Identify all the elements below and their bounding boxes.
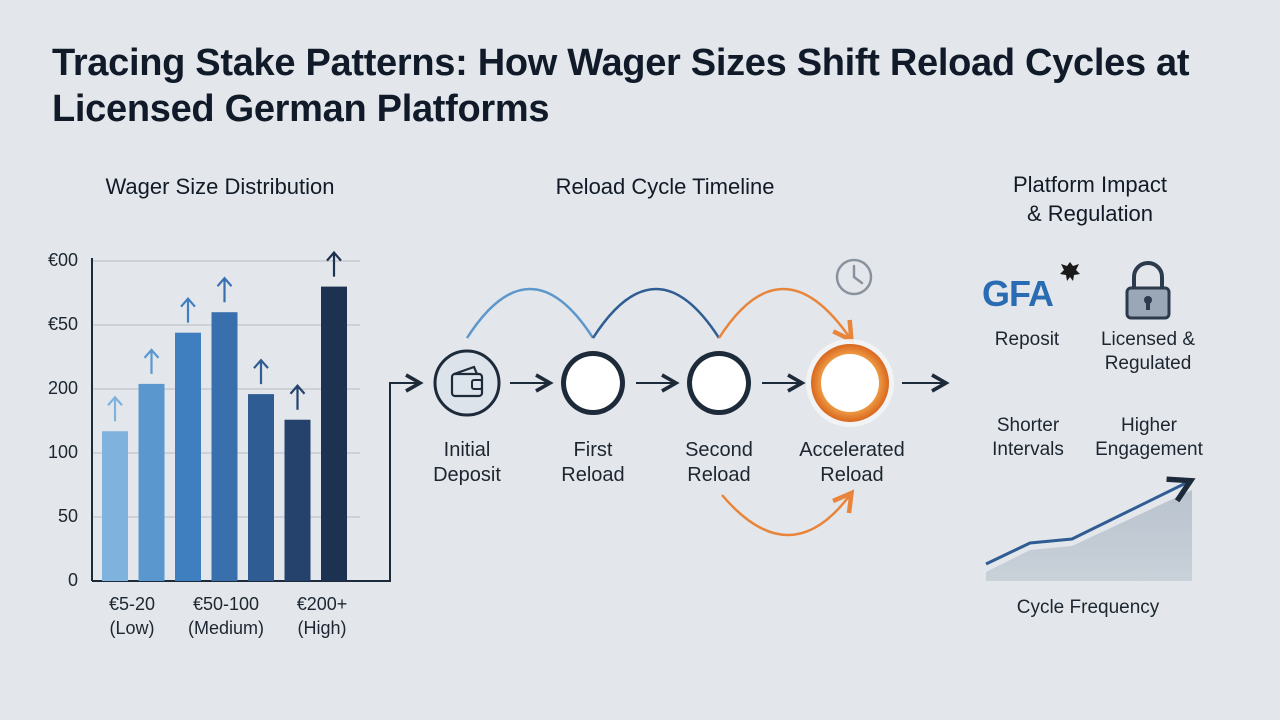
bar xyxy=(284,419,311,581)
bar-up-arrow-icon xyxy=(326,250,342,277)
y-tick-label: 50 xyxy=(57,506,78,526)
x-label-line: (High) xyxy=(297,618,347,638)
timeline-node-initial-deposit xyxy=(433,349,501,417)
step-label-line: Initial xyxy=(443,439,491,461)
x-group-label-low: €5-20 (Low) xyxy=(90,592,174,640)
bar-up-arrow-icon xyxy=(253,358,269,385)
step-label-line: First xyxy=(573,439,613,461)
x-label-line: (Low) xyxy=(109,618,155,638)
y-tick-label: €50 xyxy=(47,314,78,334)
bar xyxy=(138,383,165,581)
wallet-icon xyxy=(450,365,484,398)
bar-up-arrow-icon xyxy=(289,384,306,410)
metric-label-line: Shorter xyxy=(996,415,1060,436)
timeline-arc xyxy=(465,287,595,339)
bar xyxy=(321,286,347,581)
bar-up-arrow-icon xyxy=(107,395,123,422)
gfa-logo-label: Reposit xyxy=(994,329,1060,350)
timeline-node-second-reload xyxy=(687,351,751,415)
impact-title-line1: Platform Impact xyxy=(1012,172,1168,197)
step-label-line: Accelerated xyxy=(799,439,905,461)
page-title: Tracing Stake Patterns: How Wager Sizes … xyxy=(52,42,1190,130)
step-label-initial-deposit: Initial Deposit xyxy=(412,438,522,488)
cycle-frequency-chart xyxy=(985,476,1196,581)
eagle-emblem-icon xyxy=(1060,262,1080,281)
timeline-arc-accelerated xyxy=(717,287,855,344)
bar xyxy=(175,332,201,581)
bar xyxy=(102,431,128,581)
clock-icon xyxy=(835,258,873,296)
impact-title-line2: & Regulation xyxy=(1027,201,1153,226)
x-group-label-medium: €50-100 (Medium) xyxy=(172,592,280,640)
metric-higher-engagement: Higher Engagement xyxy=(1082,414,1216,462)
step-label-line: Reload xyxy=(561,464,625,486)
bar-group xyxy=(102,250,347,581)
timeline-arc xyxy=(591,287,721,339)
licensed-label: Licensed & Regulated xyxy=(1082,328,1214,376)
timeline-arc-lower xyxy=(721,489,855,537)
lock-icon xyxy=(1125,261,1171,320)
licensed-label-line: Regulated xyxy=(1104,353,1192,374)
step-label-first-reload: First Reload xyxy=(538,438,648,488)
gfa-logo: GFA xyxy=(982,273,1054,314)
step-label-line: Second xyxy=(685,439,753,461)
y-tick-label: €00 xyxy=(47,250,78,270)
step-label-second-reload: Second Reload xyxy=(664,438,774,488)
x-label-line: €50-100 xyxy=(192,594,260,614)
step-label-accelerated-reload: Accelerated Reload xyxy=(782,438,922,488)
y-tick-label: 200 xyxy=(47,378,78,398)
metric-shorter-intervals: Shorter Intervals xyxy=(970,414,1086,462)
impact-title: Platform Impact & Regulation xyxy=(970,170,1210,228)
wager-chart-title: Wager Size Distribution xyxy=(105,174,335,199)
bar-up-arrow-icon xyxy=(143,348,160,374)
bar xyxy=(211,312,238,581)
x-axis-connector-arrow xyxy=(92,373,424,582)
trend-line xyxy=(985,476,1196,566)
x-label-line: €200+ xyxy=(296,594,348,614)
timeline-title: Reload Cycle Timeline xyxy=(555,174,775,199)
step-label-line: Reload xyxy=(820,464,884,486)
bar-up-arrow-icon xyxy=(180,297,196,323)
step-label-line: Deposit xyxy=(433,464,501,486)
x-label-line: (Medium) xyxy=(187,618,264,638)
metric-label-line: Engagement xyxy=(1095,439,1203,460)
bar-up-arrow-icon xyxy=(216,276,233,303)
y-tick-label: 100 xyxy=(47,442,78,462)
x-group-label-high: €200+ (High) xyxy=(282,592,362,640)
licensed-label-line: Licensed & xyxy=(1100,329,1195,350)
x-label-line: €5-20 xyxy=(108,594,156,614)
y-tick-label: 0 xyxy=(67,570,78,590)
step-label-line: Reload xyxy=(687,464,751,486)
metric-label-line: Intervals xyxy=(992,439,1064,460)
metric-label-line: Higher xyxy=(1121,415,1177,436)
timeline-node-first-reload xyxy=(561,351,625,415)
cycle-frequency-label: Cycle Frequency xyxy=(1016,597,1160,618)
bar xyxy=(248,394,274,581)
timeline-node-accelerated-reload xyxy=(806,339,894,427)
